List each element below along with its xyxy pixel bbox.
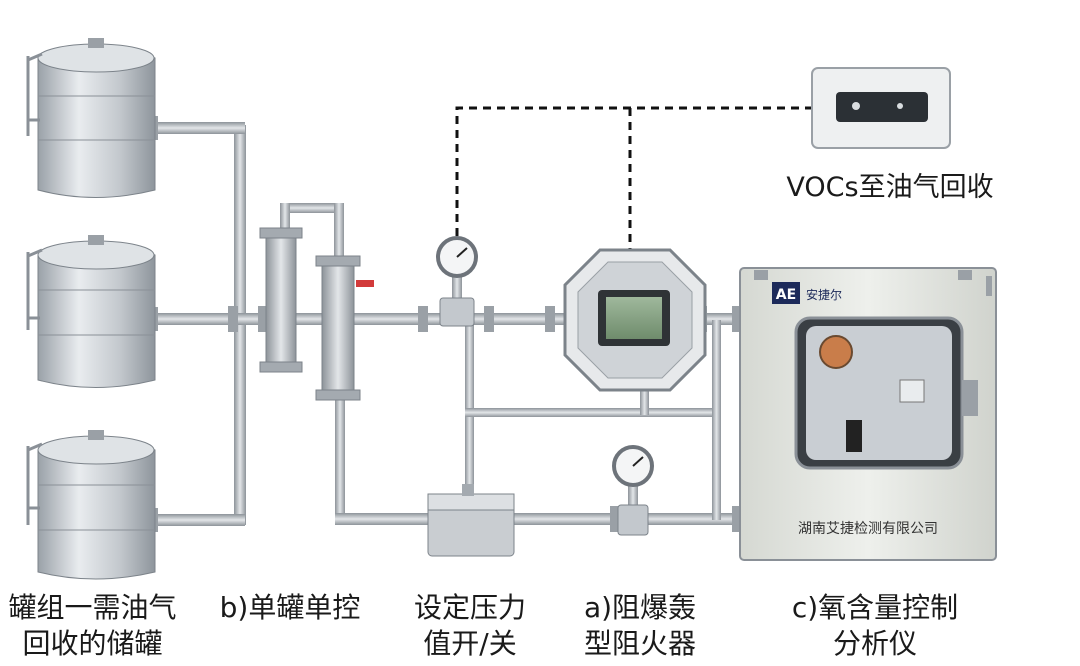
single-tank-label-line1: b)单罐单控: [219, 591, 361, 624]
storage-tank-top: [26, 38, 156, 198]
pressure-valve-label-line1: 设定压力: [413, 591, 526, 624]
brand-name: 安捷尔: [806, 287, 842, 302]
pressure-valve-label-line2: 值开/关: [423, 627, 517, 660]
pressure-gauge-lower: [612, 445, 654, 536]
flame-arrester-label: a)阻爆轰 型阻火器: [565, 590, 715, 662]
single-tank-label: b)单罐单控: [210, 590, 370, 626]
tank-group-label: 罐组一需油气 回收的储罐: [0, 590, 185, 662]
storage-tank-middle: [26, 235, 156, 388]
brand-logo: [772, 282, 800, 304]
filter-column-right: [315, 255, 374, 401]
tank-group-label-line1: 罐组一需油气: [8, 591, 177, 624]
filter-column-left: [259, 227, 303, 373]
storage-tank-bottom: [26, 430, 156, 580]
pressure-gauge-upper: [436, 236, 478, 327]
flame-arrester: [563, 248, 707, 392]
pressure-switch-valve: [427, 484, 515, 557]
flame-arrester-label-line2: 型阻火器: [583, 627, 696, 660]
company-name: 湖南艾捷检测有限公司: [798, 521, 938, 537]
oxygen-analyzer-label: c)氧含量控制 分析仪: [770, 590, 980, 662]
oxygen-analyzer-cabinet: [739, 267, 997, 561]
flame-arrester-label-line1: a)阻爆轰: [583, 591, 697, 624]
red-valve-handle: [356, 280, 374, 287]
tank-group-label-line2: 回收的储罐: [22, 627, 163, 660]
vocs-label: VOCs至油气回收: [786, 172, 994, 203]
pressure-valve-label: 设定压力 值开/关: [400, 590, 540, 662]
oxygen-analyzer-label-line1: c)氧含量控制: [791, 591, 959, 624]
oxygen-analyzer-label-line2: 分析仪: [832, 627, 917, 660]
signal-lines: [455, 106, 812, 250]
brand-logo-text: AE: [776, 287, 796, 303]
vocs-recovery-box: [811, 67, 951, 149]
